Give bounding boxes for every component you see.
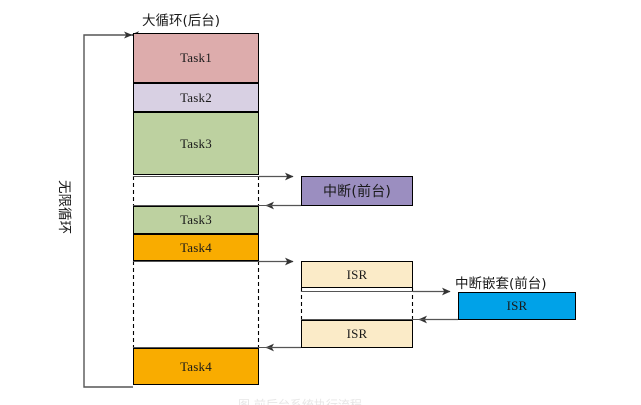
block-interrupt: 中断(前台) [301,176,413,206]
bottom-caption: 图 前后台系统执行流程 [238,398,362,405]
block-task3-a: Task3 [133,112,259,175]
block-isr-a: ISR [301,261,413,288]
nested-interrupt-label: 中断嵌套(前台) [455,276,547,292]
infinite-loop-arrow [83,31,139,388]
page-title: 大循环(后台) [142,13,221,29]
block-isr-nested: ISR [458,292,576,320]
block-task2: Task2 [133,83,259,112]
block-task1: Task1 [133,33,259,83]
block-task4-b: Task4 [133,348,259,385]
dashed-guide-isr [300,288,414,320]
block-isr-b: ISR [301,320,413,348]
block-task4-a: Task4 [133,234,259,261]
infinite-loop-label: 无限循环 [56,180,72,234]
block-task3-b: Task3 [133,206,259,234]
